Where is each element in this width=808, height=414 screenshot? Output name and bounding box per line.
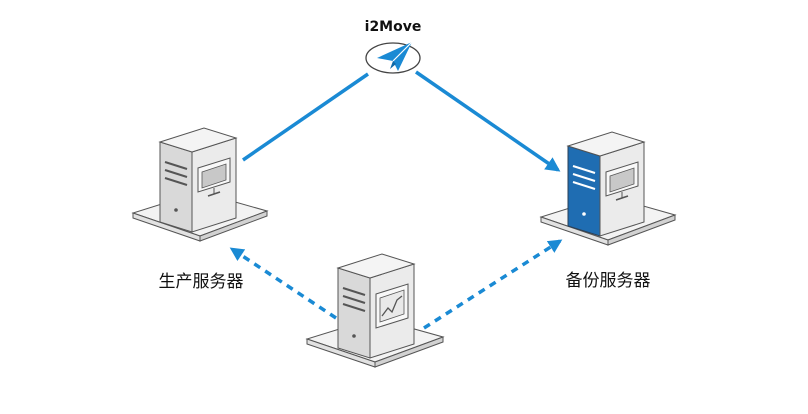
link-hub-to-backup [415, 70, 561, 172]
paper-plane-icon [377, 41, 413, 71]
monitor-link-to-production [229, 247, 337, 320]
monitoring-server-icon [336, 253, 416, 359]
activity-chart-icon [381, 295, 403, 317]
i2move-hub: i2Move [365, 19, 422, 74]
hub-label: i2Move [365, 19, 422, 35]
server-icon [566, 131, 646, 237]
production-server-label: 生产服务器 [159, 272, 244, 292]
monitor-link-to-backup [423, 239, 563, 330]
server-icon [158, 127, 238, 233]
production-server: 生产服务器 [131, 127, 269, 292]
backup-server-label: 备份服务器 [566, 271, 651, 291]
backup-server: 备份服务器 [539, 131, 677, 291]
monitoring-server [305, 253, 445, 368]
link-production-to-hub [242, 72, 369, 162]
